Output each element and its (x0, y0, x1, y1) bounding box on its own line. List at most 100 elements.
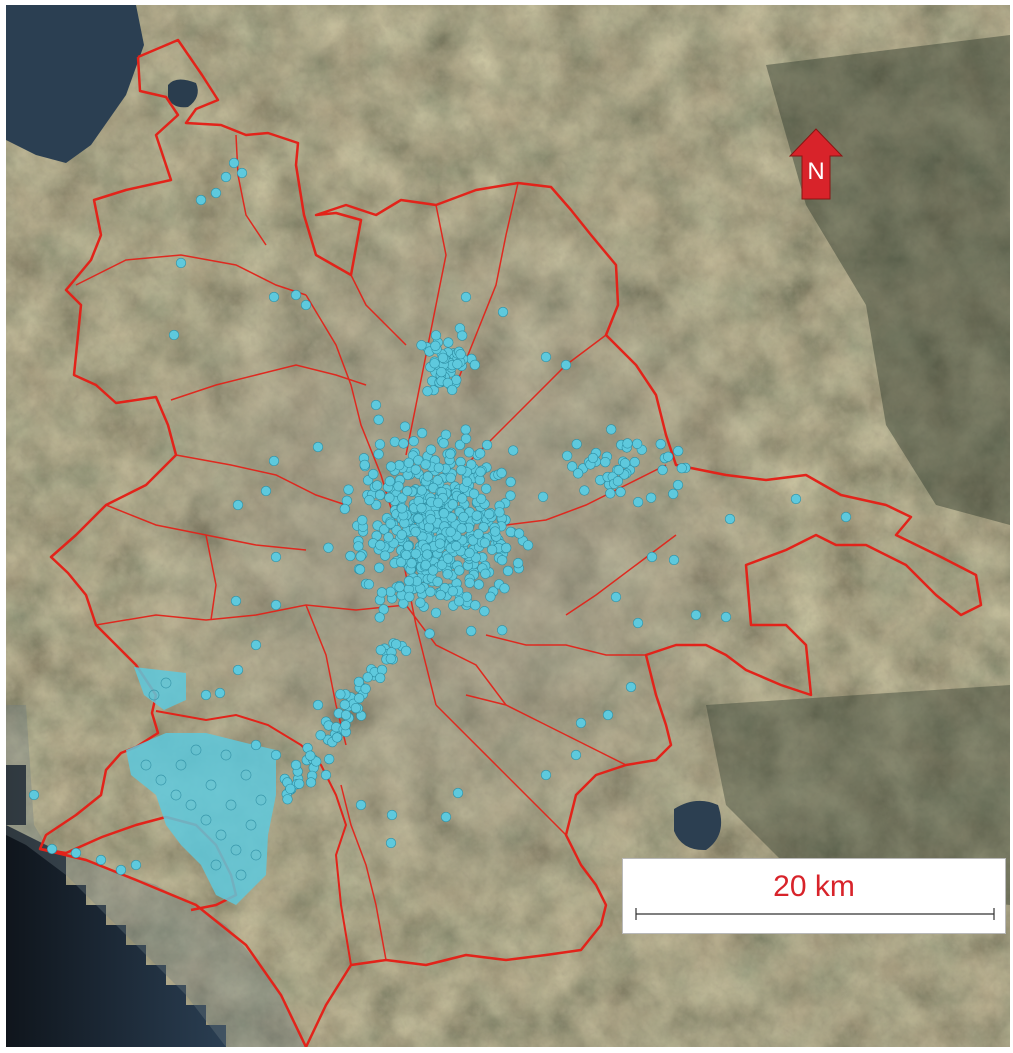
observation-point (416, 485, 427, 496)
observation-point (364, 495, 375, 506)
observation-point (168, 329, 180, 341)
observation-point (359, 459, 370, 471)
observation-point (562, 450, 573, 461)
observation-point (324, 753, 335, 765)
observation-point (460, 291, 472, 303)
observation-points (28, 157, 852, 876)
observation-point (600, 457, 611, 468)
observation-point (396, 556, 407, 568)
observation-point (505, 476, 516, 488)
observation-point (466, 459, 477, 470)
observation-point (445, 526, 456, 537)
observation-point (471, 510, 482, 521)
observation-point (379, 524, 390, 535)
observation-point (571, 439, 582, 450)
observation-point (357, 515, 368, 526)
observation-point (398, 438, 409, 449)
observation-point (403, 575, 415, 587)
observation-point (575, 717, 587, 729)
observation-point (457, 330, 468, 341)
observation-point (372, 480, 383, 491)
observation-point (376, 587, 388, 598)
observation-point (522, 540, 534, 551)
observation-point (385, 837, 397, 849)
observation-point (232, 499, 244, 511)
observation-point (391, 639, 402, 650)
observation-point (353, 676, 365, 688)
observation-point (456, 523, 467, 534)
observation-point (300, 299, 312, 311)
observation-point (175, 257, 187, 269)
observation-point (210, 187, 222, 199)
observation-point (268, 455, 280, 467)
observation-point (404, 591, 415, 602)
observation-point (230, 595, 242, 607)
municipal-boundary-west (38, 56, 238, 912)
observation-point (424, 628, 435, 639)
observation-point (790, 493, 802, 505)
observation-point (501, 542, 512, 554)
observation-point (320, 769, 332, 781)
observation-point (200, 689, 212, 701)
observation-point (290, 289, 302, 301)
observation-point (602, 709, 614, 721)
observation-point (440, 429, 452, 440)
observation-point (285, 783, 296, 794)
observation-point (70, 847, 82, 859)
observation-point (632, 438, 643, 449)
observation-point (456, 465, 467, 476)
observation-point (384, 476, 396, 487)
observation-point (290, 759, 302, 771)
observation-point (373, 414, 384, 425)
observation-point (645, 492, 657, 503)
observation-point (378, 604, 389, 615)
observation-point (464, 577, 475, 588)
observation-point (415, 597, 426, 608)
observation-point (462, 476, 473, 487)
observation-point (430, 607, 442, 618)
observation-point (615, 486, 626, 498)
observation-point (484, 509, 495, 520)
observation-point (720, 611, 732, 623)
observation-point (440, 811, 452, 823)
observation-point (380, 550, 391, 561)
observation-point (403, 540, 414, 552)
observation-point (502, 565, 514, 577)
observation-point (508, 445, 519, 456)
observation-point (423, 522, 435, 533)
observation-point (315, 730, 326, 741)
observation-point (260, 485, 272, 497)
observation-point (430, 340, 441, 351)
map-canvas[interactable] (6, 5, 1010, 1047)
observation-point (232, 664, 244, 676)
observation-point (612, 476, 624, 487)
observation-point (420, 459, 431, 470)
observation-point (445, 472, 456, 483)
satellite-map[interactable]: N (6, 5, 1010, 1047)
observation-point (385, 653, 396, 664)
observation-point (425, 444, 437, 455)
observation-point (236, 167, 248, 179)
observation-point (214, 687, 226, 699)
observation-point (375, 644, 386, 656)
observation-point (363, 579, 375, 590)
observation-point (497, 306, 509, 318)
observation-point (619, 458, 631, 469)
observation-point (422, 471, 434, 482)
observation-point (354, 564, 366, 575)
observation-point (374, 612, 385, 623)
observation-point (445, 448, 456, 460)
observation-point (402, 485, 413, 497)
observation-point (432, 576, 443, 587)
observation-point (401, 549, 412, 561)
observation-point (355, 551, 366, 562)
observation-point (339, 699, 350, 710)
observation-point (497, 555, 508, 566)
observation-point (676, 463, 687, 474)
observation-point (332, 732, 343, 743)
observation-point (425, 514, 436, 525)
observation-point (410, 526, 421, 537)
observation-point (487, 544, 498, 555)
observation-point (305, 777, 317, 788)
scale-label: 20 km (773, 870, 855, 903)
